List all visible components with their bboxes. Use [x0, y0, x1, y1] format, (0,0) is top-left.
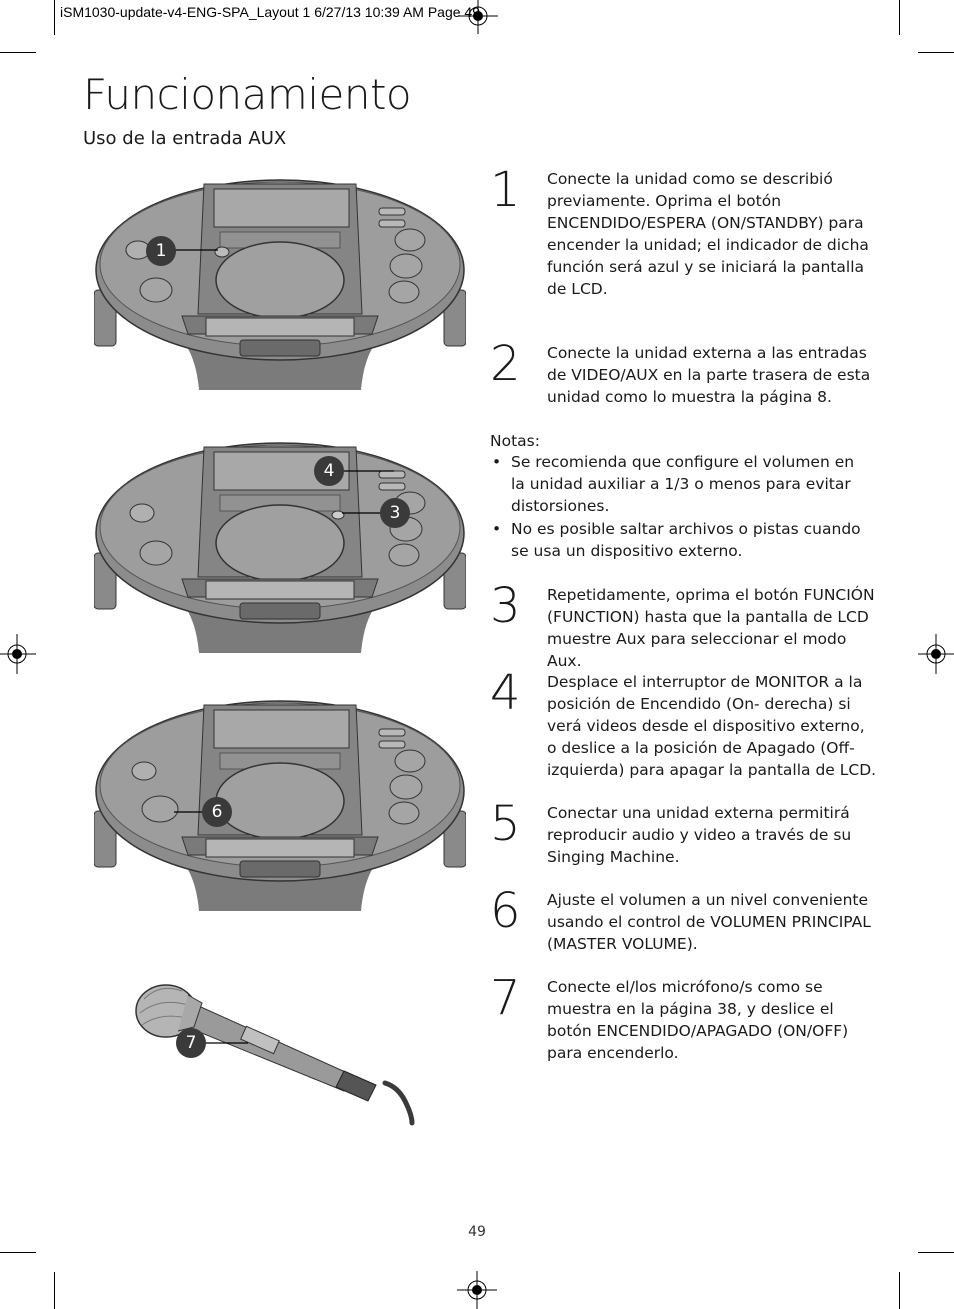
step-text: Conecte la unidad externa a las entradas… — [547, 344, 871, 406]
step-text: Conecte el/los micrófono/s como se muest… — [547, 978, 849, 1062]
step-number: 4 — [490, 665, 521, 721]
crop-mark-br-h — [918, 1252, 954, 1253]
print-slug-line: iSM1030-update-v4-ENG-SPA_Layout 1 6/27/… — [60, 4, 481, 20]
crop-mark-tr-v — [899, 0, 900, 35]
registration-target-bottom-icon — [457, 1271, 497, 1309]
crop-mark-tl-h — [0, 52, 36, 53]
step-number: 1 — [490, 162, 521, 218]
step-number: 5 — [490, 796, 521, 852]
section-subtitle: Uso de la entrada AUX — [83, 128, 287, 149]
note-item: Se recomienda que configure el volumen e… — [490, 451, 870, 517]
step-text: Repetidamente, oprima el botón FUNCIÓN (… — [547, 586, 875, 670]
step-number: 7 — [490, 970, 521, 1026]
note-item: No es posible saltar archivos o pistas c… — [490, 518, 870, 562]
page-title: Funcionamiento — [83, 70, 412, 119]
step-text: Desplace el interruptor de MONITOR a la … — [547, 673, 877, 779]
callout-badge: 7 — [176, 1028, 206, 1058]
registration-target-left-icon — [0, 634, 36, 674]
microphone-figure — [135, 984, 415, 1126]
registration-target-top-icon — [458, 0, 498, 34]
callout-badge: 3 — [380, 498, 410, 528]
crop-mark-bl-h — [0, 1252, 36, 1253]
karaoke-machine-figure-1 — [94, 179, 466, 390]
step-text: Conecte la unidad como se describió prev… — [547, 170, 869, 298]
crop-mark-bl-v — [54, 1272, 55, 1309]
karaoke-machine-figure-3 — [94, 700, 466, 911]
step-number: 3 — [490, 578, 521, 634]
step-text: Ajuste el volumen a un nivel conveniente… — [547, 891, 871, 953]
step-text: Conectar una unidad externa permitirá re… — [547, 804, 852, 866]
page-number: 49 — [468, 1224, 486, 1240]
karaoke-machine-figure-2 — [94, 442, 466, 653]
step-number: 2 — [490, 336, 521, 392]
crop-mark-br-v — [899, 1272, 900, 1309]
callout-badge: 1 — [146, 236, 176, 266]
notes-list: Se recomienda que configure el volumen e… — [490, 451, 870, 563]
crop-mark-tr-h — [918, 52, 954, 53]
notes-heading: Notas: — [490, 432, 540, 450]
step-number: 6 — [490, 883, 521, 939]
callout-badge: 4 — [314, 456, 344, 486]
crop-mark-tl-v — [54, 0, 55, 35]
registration-target-right-icon — [918, 634, 954, 674]
callout-badge: 6 — [202, 797, 232, 827]
